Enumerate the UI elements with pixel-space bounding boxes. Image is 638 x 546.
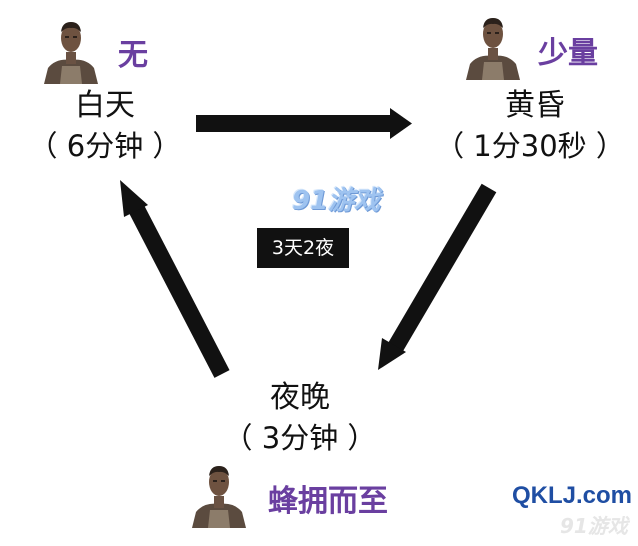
arrow-icon-night-to-day	[120, 180, 230, 378]
site-logo: 91游戏	[292, 180, 380, 217]
survivor-portrait-icon	[460, 10, 526, 80]
survivor-portrait-icon	[38, 14, 104, 84]
site-logo-text: 91游戏	[292, 186, 381, 216]
day-duration: （ 6分钟 ）	[28, 129, 182, 163]
dusk-duration: （ 1分30秒 ）	[435, 129, 625, 163]
night-label: 夜晚	[270, 380, 330, 415]
day-label: 白天	[75, 88, 135, 123]
arrow-icon-day-to-dusk	[196, 108, 412, 139]
site-watermark-text: 91游戏	[560, 514, 628, 538]
survivor-portrait-icon	[186, 458, 252, 528]
day-zombie-level: 无	[118, 38, 148, 73]
dusk-zombie-level: 少量	[538, 36, 598, 71]
night-zombie-level: 蜂拥而至	[268, 484, 388, 519]
site-url: QKLJ.com	[512, 482, 633, 509]
dusk-label: 黄昏	[505, 88, 565, 123]
night-duration: （ 3分钟 ）	[223, 421, 377, 455]
arrow-icon-dusk-to-night	[378, 183, 497, 370]
cycle-label: 3天2夜	[257, 228, 349, 268]
